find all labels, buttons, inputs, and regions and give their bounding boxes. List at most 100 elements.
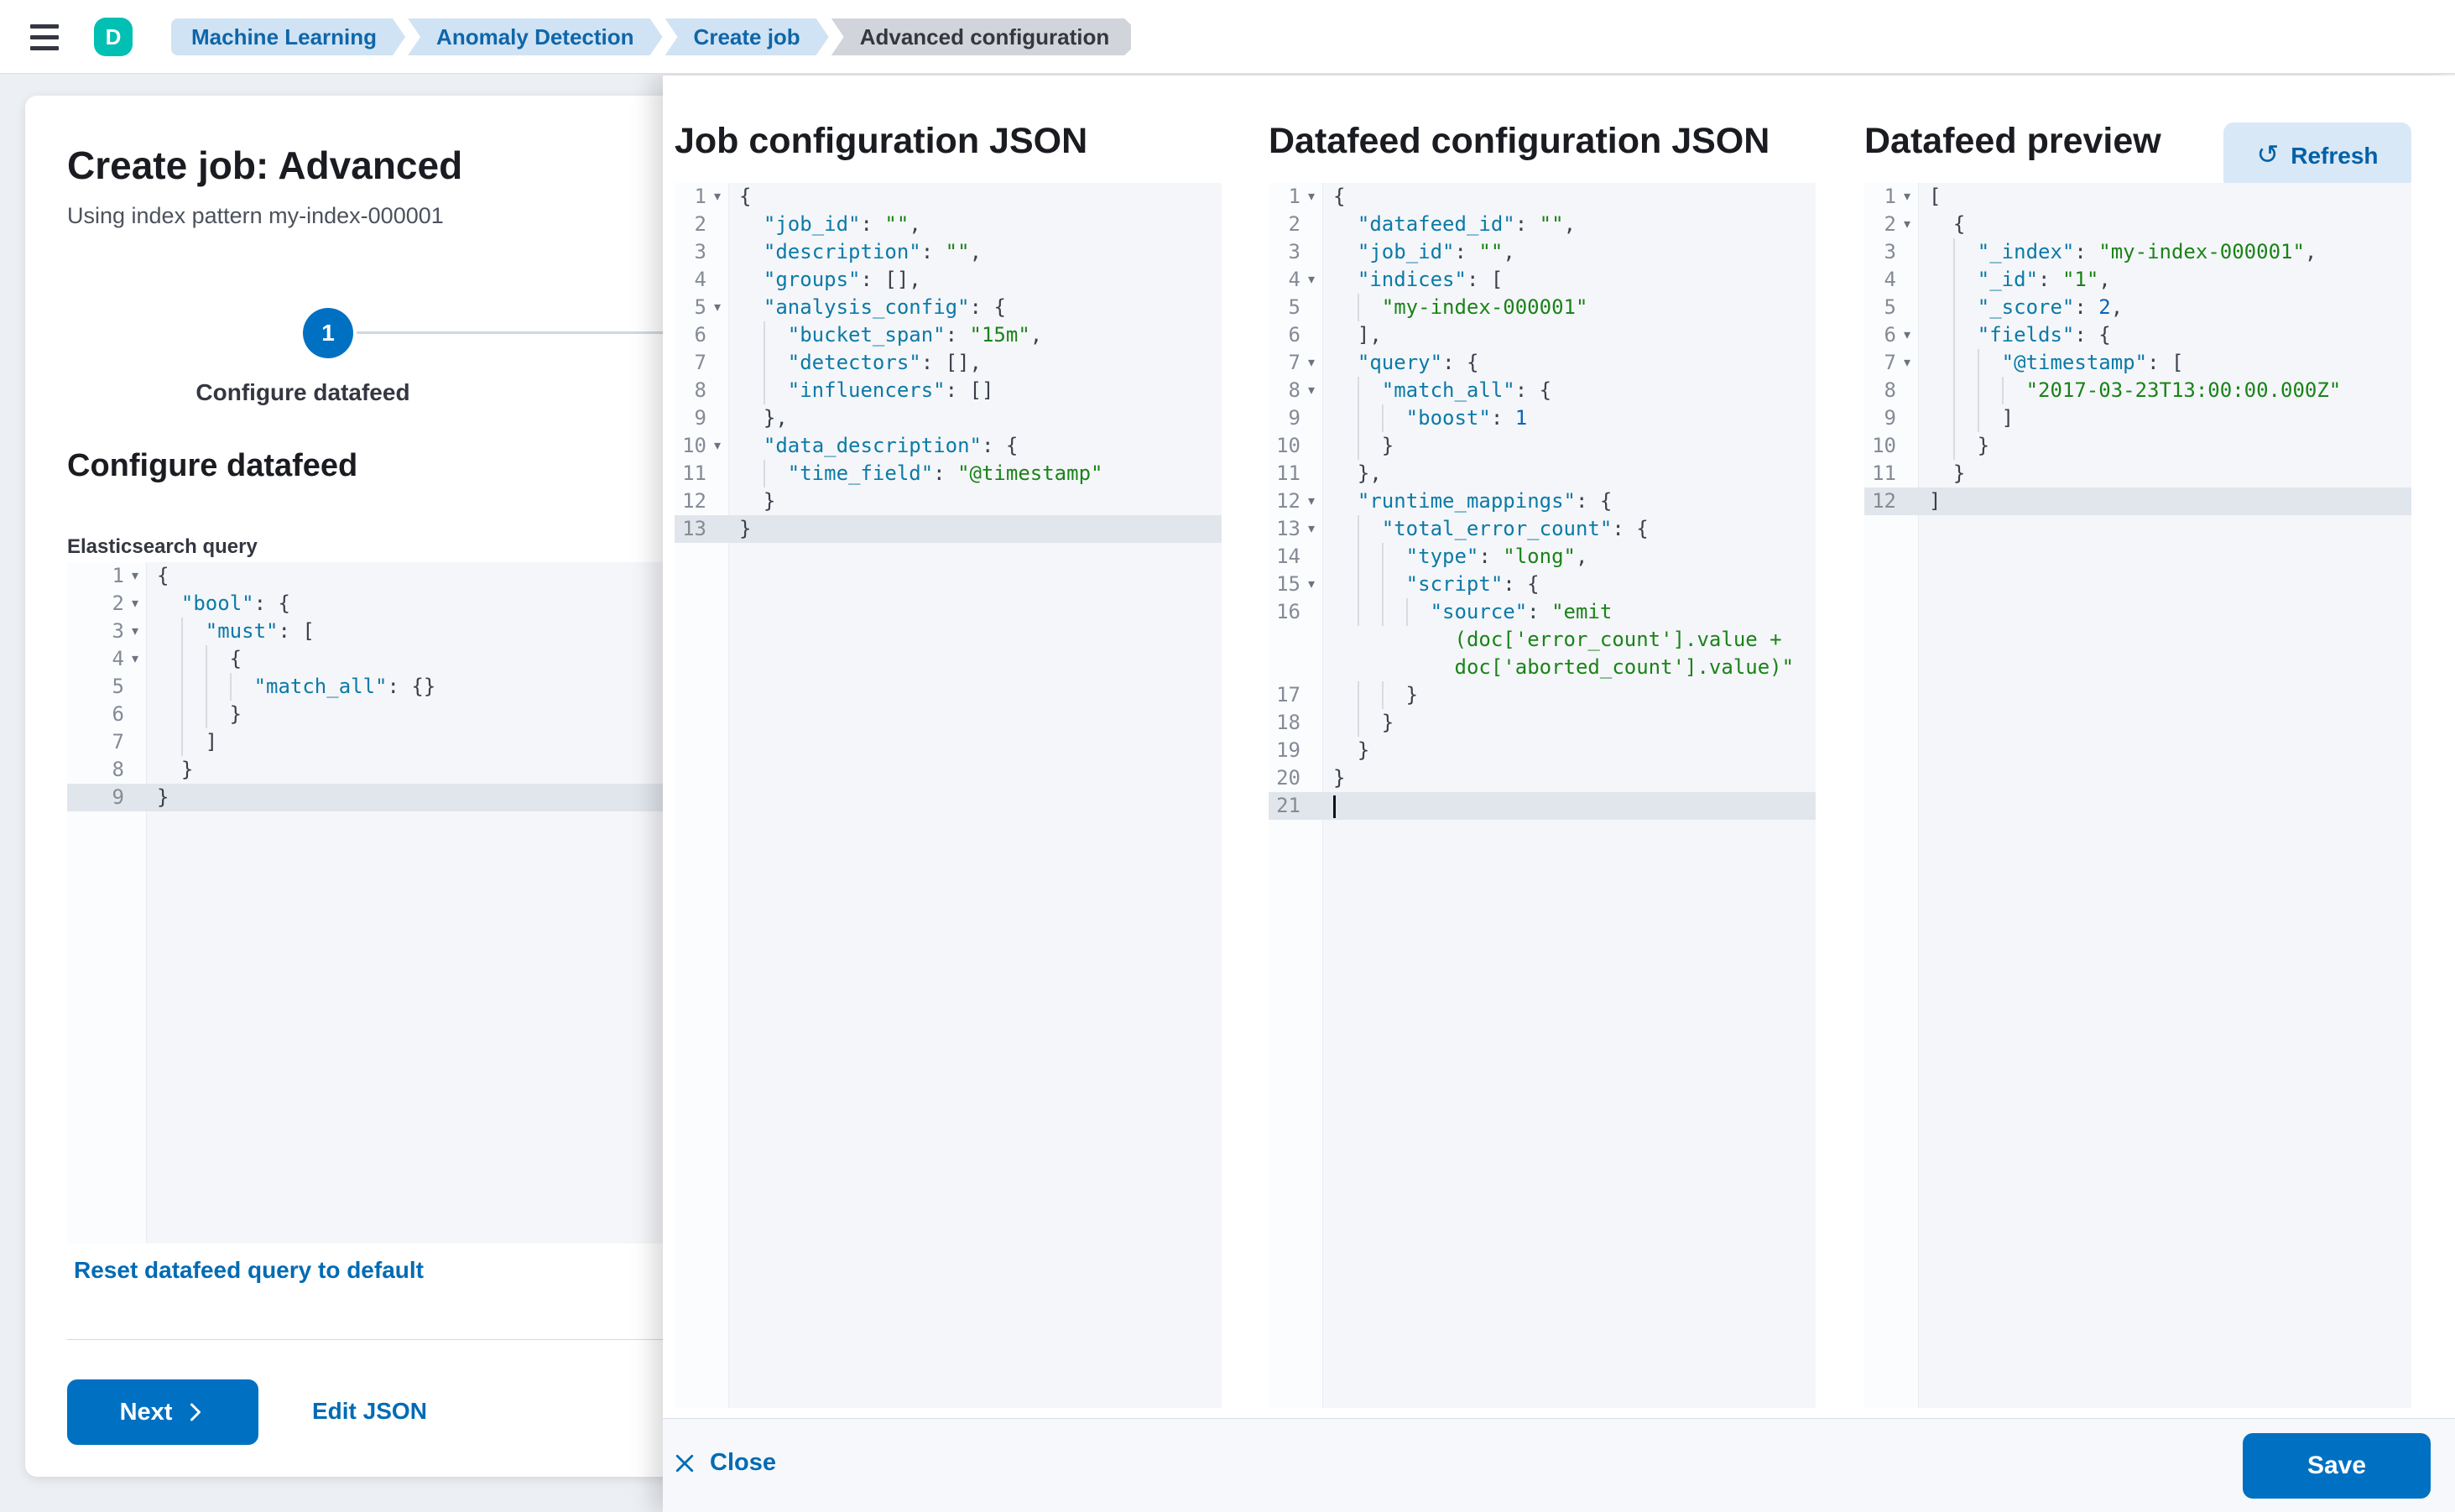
- fold-toggle-icon[interactable]: ▾: [131, 652, 139, 666]
- fold-toggle-icon[interactable]: ▾: [1307, 494, 1316, 508]
- fold-toggle-icon[interactable]: ▾: [1903, 190, 1911, 204]
- code-line[interactable]: 14"type": "long",: [1269, 543, 1816, 571]
- close-button[interactable]: Close: [673, 1449, 776, 1477]
- fold-spacer: [706, 487, 728, 515]
- job-configuration-editor[interactable]: 1▾{2 "job_id": "",3 "description": "",4 …: [675, 183, 1222, 1408]
- fold-toggle-icon[interactable]: ▾: [713, 190, 722, 204]
- code-line[interactable]: 6"bucket_span": "15m",: [675, 321, 1222, 349]
- code-line[interactable]: 15▾"script": {: [1269, 571, 1816, 598]
- fold-toggle-icon[interactable]: ▾: [1307, 356, 1316, 370]
- fold-toggle-icon[interactable]: ▾: [1307, 577, 1316, 592]
- code-line[interactable]: 17}: [1269, 681, 1816, 709]
- fold-toggle-icon[interactable]: ▾: [1307, 273, 1316, 287]
- fold-spacer: [1896, 377, 1918, 404]
- code-line[interactable]: 13}: [675, 515, 1222, 543]
- code-line[interactable]: 9}: [67, 784, 665, 811]
- code-line[interactable]: 10}: [1864, 432, 2411, 460]
- code-line[interactable]: 2 "job_id": "",: [675, 211, 1222, 238]
- datafeed-preview-editor[interactable]: 1▾[2▾ {3"_index": "my-index-000001",4"_i…: [1864, 183, 2411, 1408]
- breadcrumb-item-create-job[interactable]: Create job: [665, 18, 829, 55]
- code-line[interactable]: 2▾ "bool": {: [67, 590, 665, 618]
- fold-spacer: [124, 728, 146, 756]
- code-line[interactable]: 20}: [1269, 764, 1816, 792]
- code-line[interactable]: 21: [1269, 792, 1816, 820]
- fold-toggle-icon[interactable]: ▾: [1903, 217, 1911, 232]
- fold-spacer: [124, 756, 146, 784]
- fold-spacer: [1300, 460, 1322, 487]
- code-line[interactable]: 12]: [1864, 487, 2411, 515]
- code-line[interactable]: 5"my-index-000001": [1269, 294, 1816, 321]
- fold-toggle-icon[interactable]: ▾: [1307, 522, 1316, 536]
- code-line[interactable]: 8"influencers": []: [675, 377, 1222, 404]
- code-line[interactable]: 5▾ "analysis_config": {: [675, 294, 1222, 321]
- fold-toggle-icon[interactable]: ▾: [1903, 328, 1911, 342]
- code-line[interactable]: 7]: [67, 728, 665, 756]
- fold-spacer: [1300, 598, 1322, 626]
- code-line-wrapped[interactable]: doc['aborted_count'].value)": [1333, 655, 1795, 679]
- code-line[interactable]: 3"_index": "my-index-000001",: [1864, 238, 2411, 266]
- fold-toggle-icon[interactable]: ▾: [1307, 383, 1316, 398]
- code-line[interactable]: 13▾"total_error_count": {: [1269, 515, 1816, 543]
- code-line[interactable]: 5"match_all": {}: [67, 673, 665, 701]
- fold-toggle-icon[interactable]: ▾: [131, 597, 139, 611]
- code-line[interactable]: 7"detectors": [],: [675, 349, 1222, 377]
- code-line[interactable]: 1▾{: [67, 562, 665, 590]
- fold-spacer: [1300, 321, 1322, 349]
- code-line[interactable]: 9]: [1864, 404, 2411, 432]
- code-line[interactable]: 10}: [1269, 432, 1816, 460]
- code-line[interactable]: 5"_score": 2,: [1864, 294, 2411, 321]
- fold-toggle-icon[interactable]: ▾: [713, 300, 722, 315]
- fold-toggle-icon[interactable]: ▾: [131, 624, 139, 639]
- code-line[interactable]: 19 }: [1269, 737, 1816, 764]
- breadcrumb-item-machine-learning[interactable]: Machine Learning: [171, 18, 405, 55]
- code-line[interactable]: 4▾ "indices": [: [1269, 266, 1816, 294]
- text-cursor: [1333, 795, 1336, 818]
- save-button[interactable]: Save: [2243, 1433, 2431, 1499]
- code-line[interactable]: 6}: [67, 701, 665, 728]
- code-line[interactable]: 1▾{: [1269, 183, 1816, 211]
- code-line[interactable]: 10▾ "data_description": {: [675, 432, 1222, 460]
- edit-json-flyout: Job configuration JSON Datafeed configur…: [663, 76, 2455, 1512]
- code-line[interactable]: 16"source": "emit: [1269, 598, 1816, 626]
- code-line[interactable]: 3 "job_id": "",: [1269, 238, 1816, 266]
- code-line[interactable]: 9 },: [675, 404, 1222, 432]
- fold-toggle-icon[interactable]: ▾: [1903, 356, 1911, 370]
- user-avatar[interactable]: D: [94, 18, 133, 56]
- step-1-indicator[interactable]: 1: [303, 308, 353, 358]
- breadcrumb-item-anomaly-detection[interactable]: Anomaly Detection: [408, 18, 663, 55]
- next-button[interactable]: Next: [67, 1379, 258, 1445]
- code-line[interactable]: 6 ],: [1269, 321, 1816, 349]
- code-line[interactable]: 9"boost": 1: [1269, 404, 1816, 432]
- code-line[interactable]: 12▾ "runtime_mappings": {: [1269, 487, 1816, 515]
- code-line[interactable]: 2▾ {: [1864, 211, 2411, 238]
- code-line[interactable]: 11 }: [1864, 460, 2411, 487]
- code-line[interactable]: 12 }: [675, 487, 1222, 515]
- reset-datafeed-query-link[interactable]: Reset datafeed query to default: [74, 1257, 424, 1283]
- code-line[interactable]: 4"_id": "1",: [1864, 266, 2411, 294]
- elasticsearch-query-editor[interactable]: 1▾{2▾ "bool": {3▾"must": [4▾{5"match_all…: [67, 562, 665, 1243]
- code-line[interactable]: 8 }: [67, 756, 665, 784]
- code-line[interactable]: 3▾"must": [: [67, 618, 665, 645]
- code-line[interactable]: 8▾"match_all": {: [1269, 377, 1816, 404]
- fold-toggle-icon[interactable]: ▾: [131, 569, 139, 583]
- code-line[interactable]: 11"time_field": "@timestamp": [675, 460, 1222, 487]
- code-line[interactable]: 11 },: [1269, 460, 1816, 487]
- code-line[interactable]: 4 "groups": [],: [675, 266, 1222, 294]
- edit-json-button[interactable]: Edit JSON: [312, 1398, 427, 1424]
- code-line[interactable]: 4▾{: [67, 645, 665, 673]
- code-line[interactable]: 7▾"@timestamp": [: [1864, 349, 2411, 377]
- code-line[interactable]: 6▾"fields": {: [1864, 321, 2411, 349]
- code-line[interactable]: 8"2017-03-23T13:00:00.000Z": [1864, 377, 2411, 404]
- refresh-button[interactable]: ↺ Refresh: [2223, 123, 2411, 190]
- hamburger-menu-icon[interactable]: [30, 20, 64, 54]
- code-line[interactable]: 1▾{: [675, 183, 1222, 211]
- datafeed-configuration-editor[interactable]: 1▾{2 "datafeed_id": "",3 "job_id": "",4▾…: [1269, 183, 1816, 1408]
- code-line[interactable]: 3 "description": "",: [675, 238, 1222, 266]
- code-line[interactable]: 2 "datafeed_id": "",: [1269, 211, 1816, 238]
- fold-toggle-icon[interactable]: ▾: [713, 439, 722, 453]
- code-line-wrapped[interactable]: (doc['error_count'].value +: [1333, 628, 1782, 651]
- code-line[interactable]: 1▾[: [1864, 183, 2411, 211]
- code-line[interactable]: 7▾ "query": {: [1269, 349, 1816, 377]
- fold-toggle-icon[interactable]: ▾: [1307, 190, 1316, 204]
- code-line[interactable]: 18}: [1269, 709, 1816, 737]
